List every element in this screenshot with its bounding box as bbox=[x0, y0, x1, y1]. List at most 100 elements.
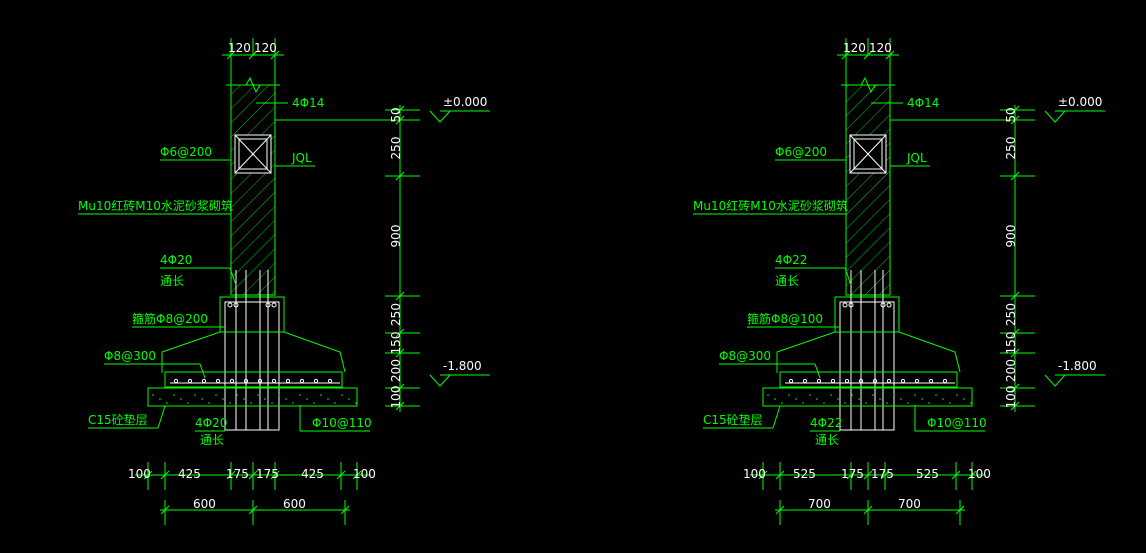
brick-wall bbox=[230, 84, 276, 296]
concrete-dot bbox=[243, 398, 245, 400]
concrete-dot bbox=[348, 398, 350, 400]
mesh-rebar-label: Φ10@110 bbox=[312, 416, 372, 430]
column-stirrup bbox=[839, 301, 895, 431]
stirrup-label: 箍筋Φ8@100 bbox=[747, 311, 823, 326]
concrete-dot bbox=[313, 402, 315, 404]
dim-tick bbox=[863, 50, 873, 60]
total-dim-label: 600 bbox=[193, 497, 216, 511]
total-dim-label: 700 bbox=[898, 497, 921, 511]
dim-tick bbox=[395, 291, 405, 301]
dim-tick bbox=[270, 470, 280, 480]
dim-tick bbox=[951, 470, 961, 480]
concrete-dot bbox=[208, 402, 210, 404]
concrete-dot bbox=[285, 398, 287, 400]
wall-material-label: Mu10红砖M10水泥砂浆砌筑 bbox=[78, 198, 233, 213]
dim-tick bbox=[1010, 328, 1020, 338]
dim-tick bbox=[758, 470, 768, 480]
vertical-dim-label: 250 bbox=[389, 303, 403, 326]
concrete-dot bbox=[327, 398, 329, 400]
bottom-dim-label: 175 bbox=[841, 467, 864, 481]
total-dim-label: 600 bbox=[283, 497, 306, 511]
dim-tick bbox=[841, 50, 851, 60]
concrete-dot bbox=[229, 402, 231, 404]
column-rebar-label: 4Φ22 bbox=[775, 253, 807, 267]
concrete-dot bbox=[222, 398, 224, 400]
elevation-bottom: -1.800 bbox=[443, 359, 482, 373]
rebar-dot bbox=[886, 302, 892, 308]
dim-tick bbox=[160, 470, 170, 480]
tie-label: Φ6@200 bbox=[775, 145, 827, 159]
vertical-dim-label: 150 bbox=[1004, 332, 1018, 355]
cushion-layer bbox=[147, 387, 358, 407]
beam-cross bbox=[234, 134, 272, 174]
mesh-dot bbox=[844, 378, 850, 384]
mesh-dot bbox=[229, 378, 235, 384]
rebar-dot bbox=[880, 302, 886, 308]
dim-tick bbox=[1010, 115, 1020, 125]
wall-dim-left: 120 bbox=[843, 41, 866, 55]
column-rebar-label: 4Φ20 bbox=[160, 253, 192, 267]
concrete-dot bbox=[201, 398, 203, 400]
dim-tick bbox=[336, 470, 346, 480]
bottom-dim-label: 425 bbox=[301, 467, 324, 481]
mesh-dot bbox=[928, 378, 934, 384]
dim-tick bbox=[846, 470, 856, 480]
concrete-dot bbox=[795, 398, 797, 400]
bottom-dim-label: 100 bbox=[968, 467, 991, 481]
mesh-dot bbox=[173, 378, 179, 384]
dim-tick bbox=[863, 470, 873, 480]
mesh-dot bbox=[858, 378, 864, 384]
bottom-dim-label: 525 bbox=[916, 467, 939, 481]
dim-tick bbox=[880, 470, 890, 480]
dim-tick bbox=[1010, 348, 1020, 358]
base-rebar-label: 4Φ20 bbox=[195, 416, 227, 430]
concrete-dot bbox=[816, 398, 818, 400]
wall-dim-right: 120 bbox=[254, 41, 277, 55]
dim-tick bbox=[885, 50, 895, 60]
mesh-dot bbox=[830, 378, 836, 384]
concrete-dot bbox=[935, 394, 937, 396]
dim-tick bbox=[395, 171, 405, 181]
rebar-dot bbox=[227, 302, 233, 308]
concrete-dot bbox=[152, 394, 154, 396]
drawing-line bbox=[229, 267, 237, 286]
dim-tick bbox=[143, 470, 153, 480]
concrete-dot bbox=[851, 394, 853, 396]
top-rebar-label: 4Φ14 bbox=[292, 96, 324, 110]
base-rebar-note: 通长 bbox=[815, 433, 839, 447]
concrete-dot bbox=[334, 402, 336, 404]
elevation-triangle bbox=[429, 374, 451, 387]
mesh-dot bbox=[271, 378, 277, 384]
mesh-dot bbox=[313, 378, 319, 384]
vertical-dim-label: 900 bbox=[1004, 225, 1018, 248]
concrete-dot bbox=[844, 402, 846, 404]
dim-tick bbox=[1010, 383, 1020, 393]
concrete-dot bbox=[907, 402, 909, 404]
concrete-dot bbox=[767, 394, 769, 396]
drawing-line bbox=[772, 405, 781, 429]
dim-tick bbox=[248, 50, 258, 60]
footing-base bbox=[779, 371, 958, 388]
drawing-line bbox=[157, 405, 166, 429]
beam-stirrup bbox=[238, 138, 268, 170]
concrete-dot bbox=[921, 398, 923, 400]
concrete-dot bbox=[879, 398, 881, 400]
mesh-rebar-label: Φ10@110 bbox=[927, 416, 987, 430]
concrete-dot bbox=[292, 402, 294, 404]
dim-tick bbox=[395, 328, 405, 338]
concrete-dot bbox=[788, 394, 790, 396]
concrete-dot bbox=[159, 398, 161, 400]
dim-tick bbox=[270, 50, 280, 60]
drawing-line bbox=[844, 267, 852, 286]
cushion-layer bbox=[762, 387, 973, 407]
bottom-dim-label: 100 bbox=[353, 467, 376, 481]
total-dim-label: 700 bbox=[808, 497, 831, 511]
dim-tick bbox=[160, 505, 170, 515]
bottom-dim-label: 175 bbox=[256, 467, 279, 481]
drawing-line bbox=[814, 363, 821, 379]
vertical-dim-label: 250 bbox=[1004, 137, 1018, 160]
concrete-dot bbox=[809, 394, 811, 396]
dim-tick bbox=[395, 401, 405, 411]
elevation-top: ±0.000 bbox=[443, 95, 487, 109]
